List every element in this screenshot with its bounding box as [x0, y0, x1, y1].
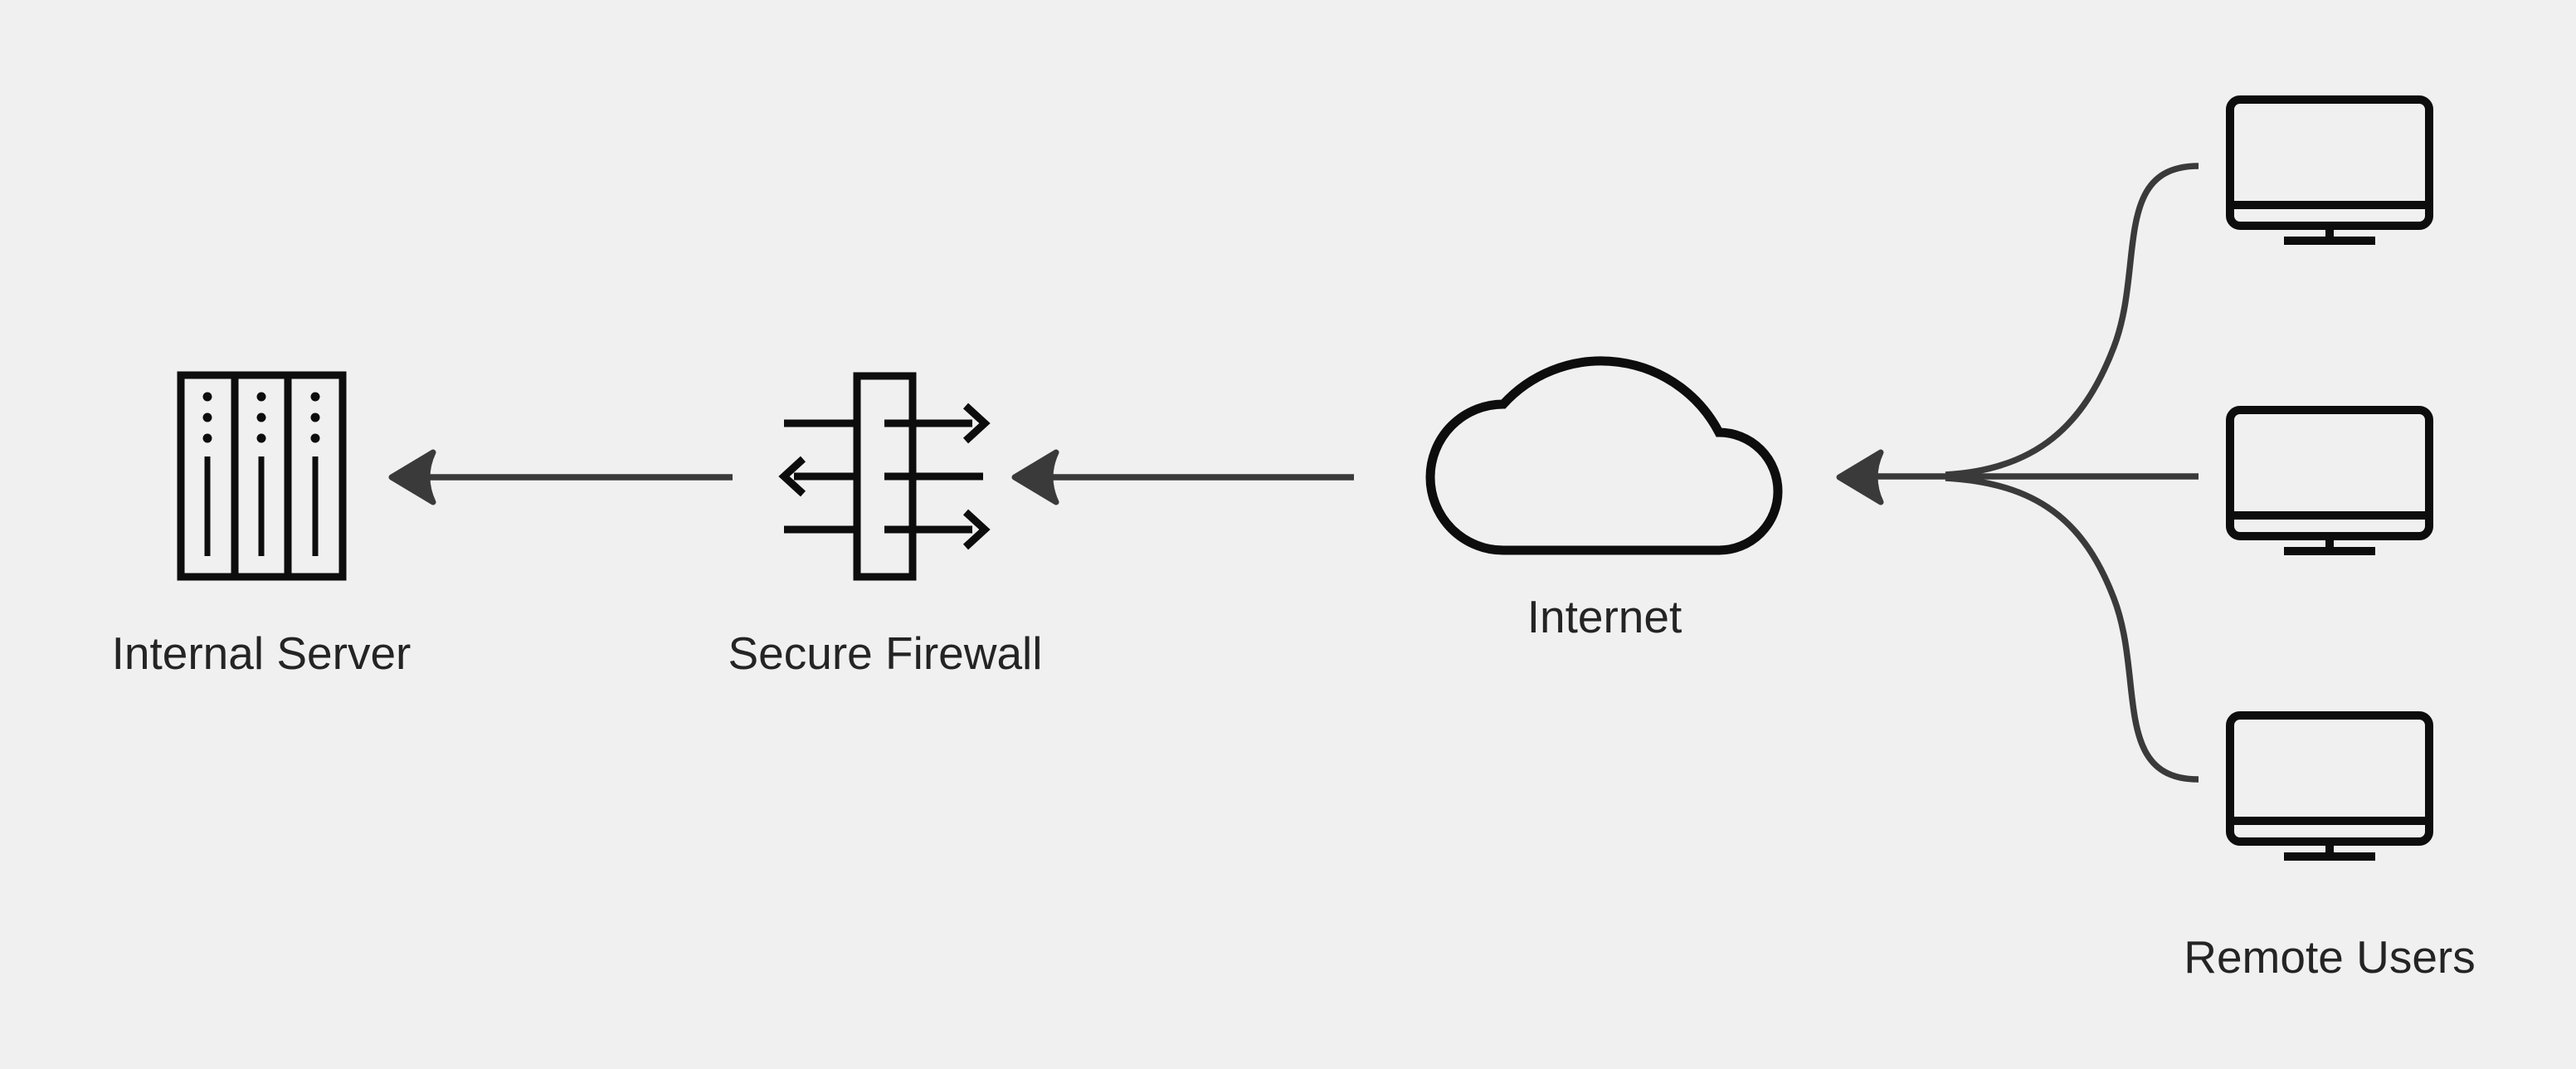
internal-server-label: Internal Server — [112, 627, 411, 679]
chevron-left-icon — [778, 456, 806, 497]
arrowhead-left-icon — [1011, 449, 1059, 505]
firewall-arrow-bottom — [784, 509, 991, 550]
cloud-icon — [1425, 356, 1783, 555]
chevron-right-icon — [962, 509, 991, 550]
monitor-icon — [2226, 406, 2433, 555]
server-rack-icon — [177, 371, 347, 581]
monitor-icon — [2226, 95, 2433, 245]
firewall-arrow-top — [784, 403, 991, 444]
firewall-arrow-middle — [778, 456, 983, 497]
arrowhead-left-icon — [388, 449, 436, 505]
server-body — [177, 371, 347, 581]
server-slots — [204, 456, 319, 556]
edge-internet-to-firewall — [1011, 449, 1354, 505]
edge-firewall-to-server — [388, 449, 733, 505]
firewall-icon — [778, 372, 991, 581]
arrowhead-left-icon — [1836, 449, 1884, 505]
edge-remote-users-to-internet — [1836, 163, 2199, 783]
server-led-dots — [202, 392, 320, 443]
remote-users-label: Remote Users — [2184, 931, 2475, 983]
remote-users-monitors — [2226, 95, 2433, 861]
secure-firewall-label: Secure Firewall — [728, 627, 1042, 679]
monitor-icon — [2226, 711, 2433, 861]
fan-curve-bottom — [1945, 475, 2199, 783]
fan-curve-top — [1945, 163, 2199, 478]
chevron-right-icon — [962, 403, 991, 444]
internet-label: Internet — [1527, 591, 1682, 642]
